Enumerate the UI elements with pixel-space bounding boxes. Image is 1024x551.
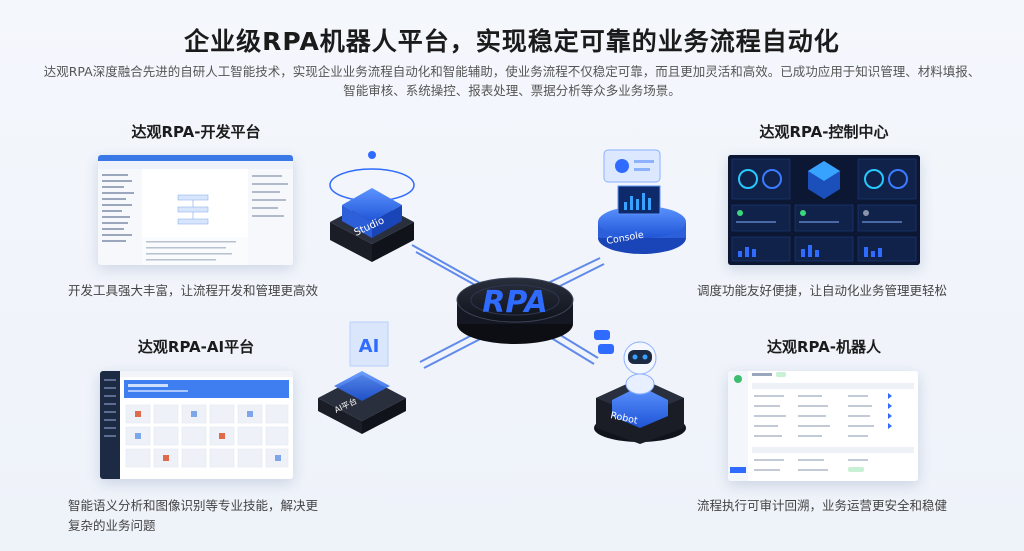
dev-platform-screenshot	[98, 155, 293, 265]
subtitle-line-1: 达观RPA深度融合先进的自研人工智能技术，实现企业业务流程自动化和智能辅助，使业…	[43, 64, 981, 79]
studio-block: Studio	[329, 151, 415, 262]
subtitle-line-2: 智能审核、系统操控、报表处理、票据分析等众多业务场景。	[343, 83, 681, 98]
control-center-desc: 调度功能友好便捷，让自动化业务管理更轻松	[697, 283, 948, 298]
ai-platform-title: 达观RPA-AI平台	[137, 338, 255, 356]
ai-desc-line-2: 复杂的业务问题	[68, 518, 156, 533]
connector-lines	[411, 244, 605, 369]
rpa-hub: RPA	[456, 277, 574, 344]
robot-screenshot	[728, 371, 918, 481]
robot-desc: 流程执行可审计回溯，业务运营更安全和稳健	[697, 498, 948, 513]
page-title: 企业级RPA机器人平台，实现稳定可靠的业务流程自动化	[184, 27, 840, 56]
console-block: Console	[598, 149, 686, 254]
ai-platform-desc: 智能语义分析和图像识别等专业技能，解决更 复杂的业务问题	[68, 496, 318, 536]
control-center-screenshot	[728, 155, 920, 265]
rpa-hub-label: RPA	[482, 285, 548, 320]
page-subtitle: 达观RPA深度融合先进的自研人工智能技术，实现企业业务流程自动化和智能辅助，使业…	[30, 62, 994, 100]
ai-platform-screenshot	[100, 371, 293, 479]
control-center-title: 达观RPA-控制中心	[759, 123, 889, 141]
dev-platform-title: 达观RPA-开发平台	[131, 123, 261, 141]
ai-block: AI AI平台	[318, 321, 406, 434]
robot-block: Robot	[594, 330, 686, 444]
ai-glyph: AI	[359, 336, 380, 357]
ai-desc-line-1: 智能语义分析和图像识别等专业技能，解决更	[68, 498, 319, 513]
robot-title: 达观RPA-机器人	[766, 338, 881, 356]
dev-platform-desc: 开发工具强大丰富，让流程开发和管理更高效	[68, 283, 319, 298]
